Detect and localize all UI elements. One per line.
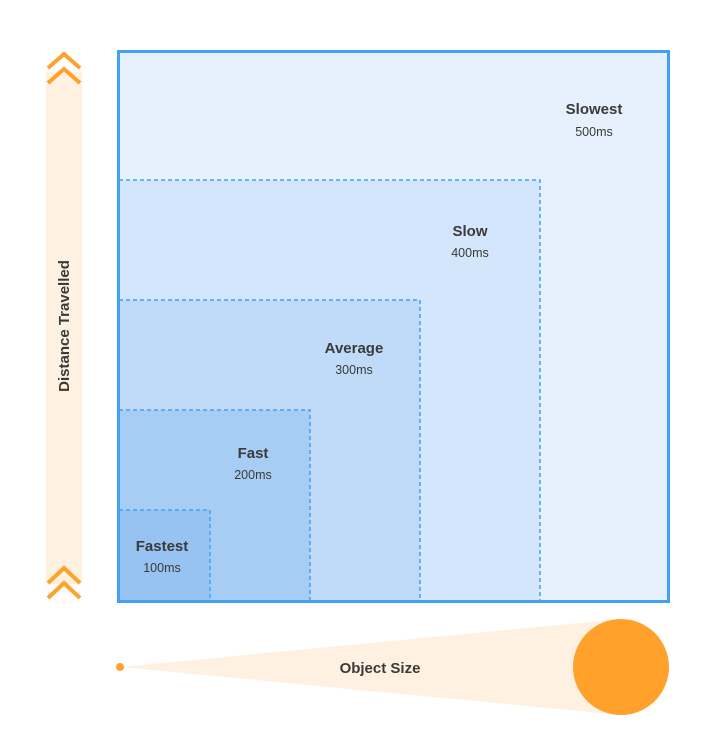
zone-label-slow: Slow — [452, 223, 487, 240]
zone-label-average: Average — [325, 340, 384, 357]
distance-bar — [46, 72, 82, 584]
zone-label-fast: Fast — [238, 445, 269, 462]
zone-fastest — [118, 509, 211, 602]
chevron-up-icon — [46, 51, 82, 85]
small-object-dot — [116, 663, 124, 671]
zone-label-fastest: Fastest — [136, 538, 189, 555]
object-size-cone — [120, 619, 621, 715]
large-object-circle — [573, 619, 669, 715]
x-axis-label: Object Size — [340, 660, 421, 677]
zone-duration-slow: 400ms — [451, 246, 489, 260]
y-axis-label: Distance Travelled — [56, 260, 73, 392]
zone-duration-fast: 200ms — [234, 468, 272, 482]
zone-label-slowest: Slowest — [566, 101, 623, 118]
chevron-up-icon — [46, 565, 82, 600]
zone-duration-fastest: 100ms — [143, 561, 181, 575]
zone-duration-slowest: 500ms — [575, 125, 613, 139]
diagram-border — [117, 50, 670, 603]
zone-duration-average: 300ms — [335, 363, 373, 377]
